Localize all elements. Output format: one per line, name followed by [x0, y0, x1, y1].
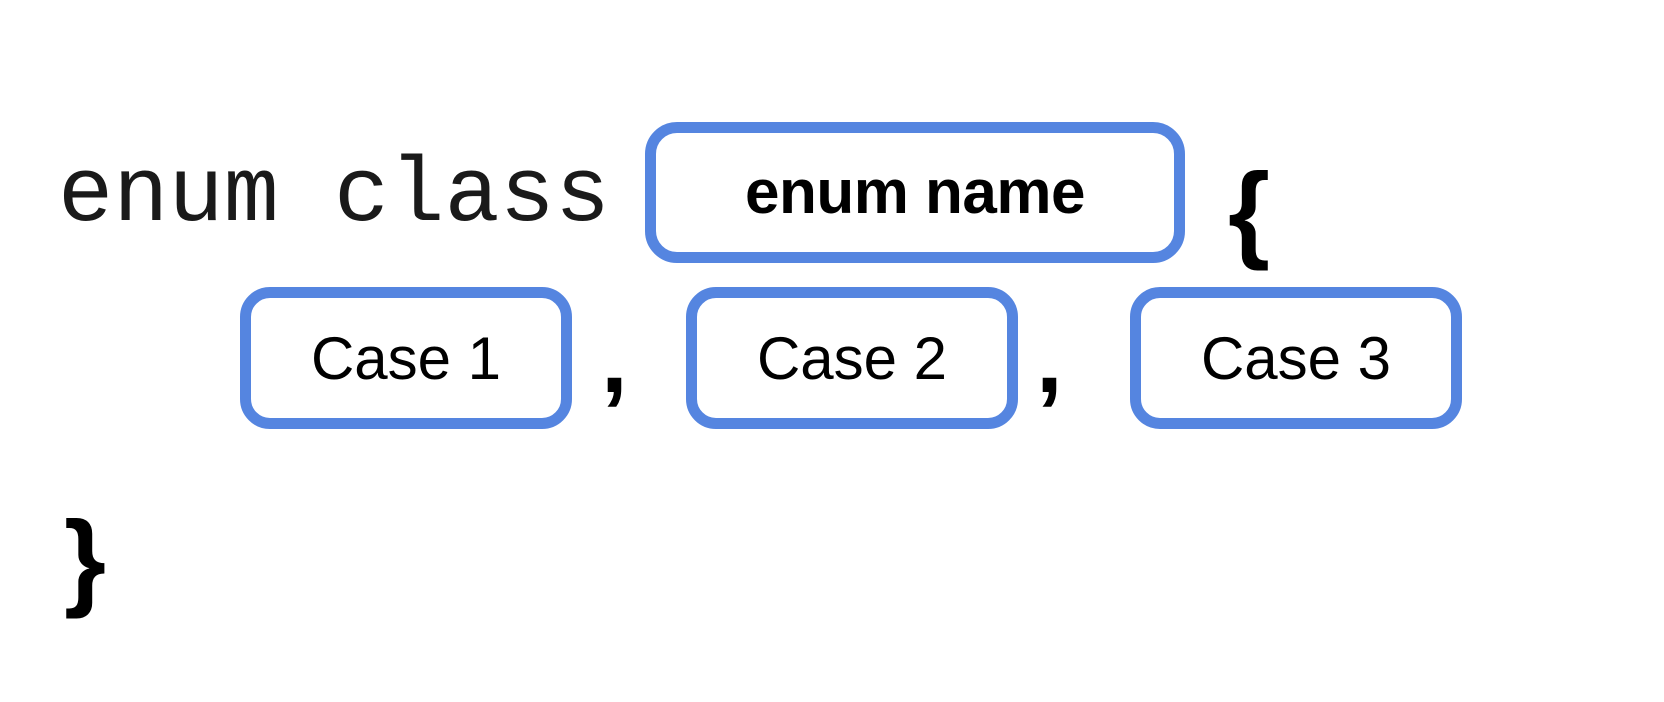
- close-brace: }: [64, 498, 107, 619]
- slot-case-2[interactable]: Case 2: [686, 287, 1018, 429]
- keyword-enum-class: enum class: [58, 143, 611, 248]
- comma-separator-2: ,: [1036, 306, 1063, 413]
- comma-separator-1: ,: [601, 306, 628, 413]
- slot-case-1[interactable]: Case 1: [240, 287, 572, 429]
- slot-enum-name[interactable]: enum name: [645, 122, 1185, 263]
- slot-case-2-label: Case 2: [756, 324, 948, 392]
- open-brace: {: [1228, 150, 1271, 271]
- slot-case-3[interactable]: Case 3: [1130, 287, 1462, 429]
- slot-enum-name-label: enum name: [744, 158, 1086, 227]
- slot-case-3-label: Case 3: [1200, 324, 1392, 392]
- slot-case-1-label: Case 1: [310, 324, 502, 392]
